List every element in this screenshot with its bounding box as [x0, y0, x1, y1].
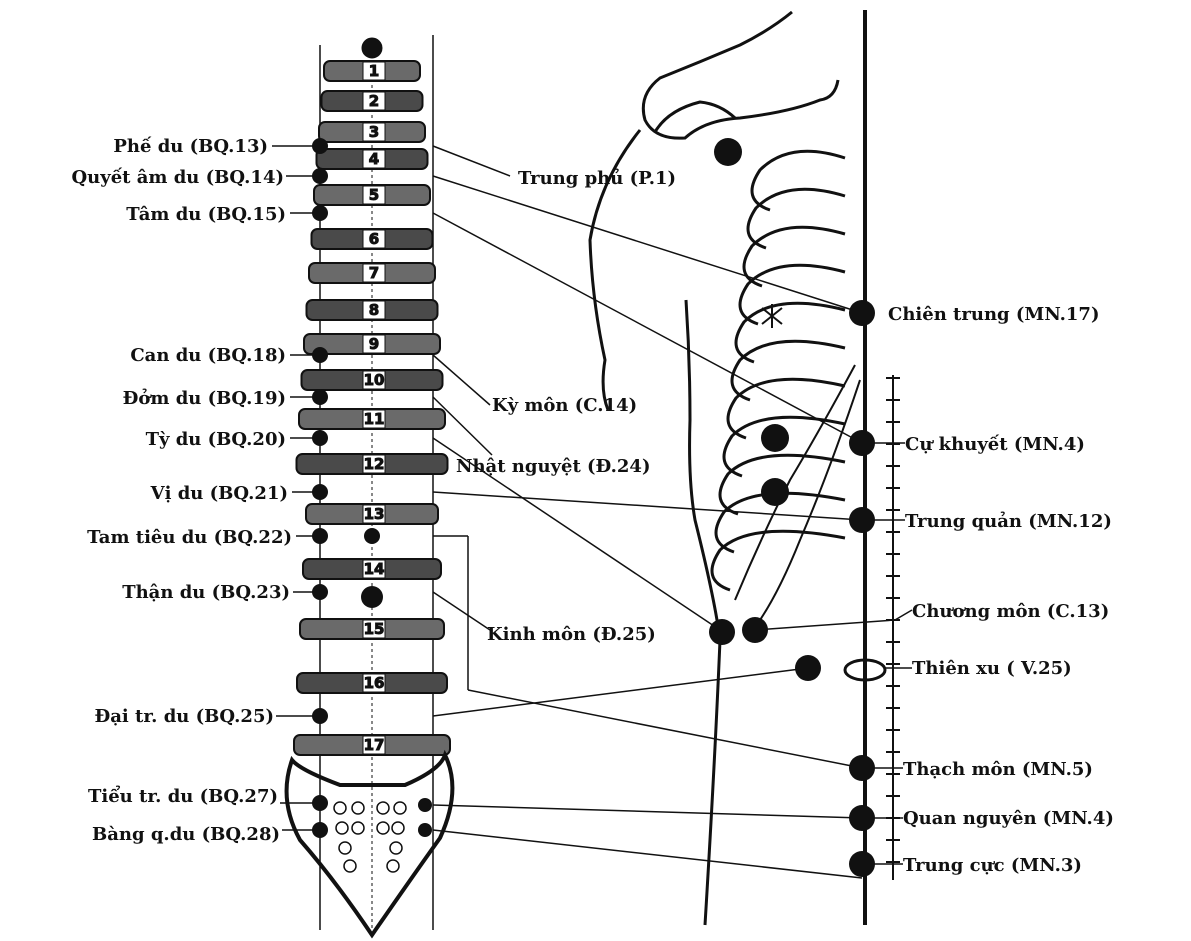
vertebra-11: 11 [299, 409, 445, 429]
label-dom-du: Đởm du (BQ.19) [123, 387, 286, 409]
label-trung-phu: Trung phủ (P.1) [518, 167, 676, 189]
label-bang-quang-du: Bàng q.du (BQ.28) [92, 824, 280, 845]
ribcage [712, 151, 845, 590]
vertebra-number: 15 [364, 620, 385, 638]
vertebra-number: 8 [369, 301, 379, 319]
label-thien-xu: Thiên xu ( V.25) [912, 658, 1072, 679]
vertebra-number: 1 [369, 62, 379, 80]
rib [712, 531, 845, 590]
vertebra-12: 12 [297, 454, 448, 474]
vertebra-17: 17 [294, 735, 450, 755]
vertebra-10: 10 [302, 370, 443, 390]
label-than-du: Thận du (BQ.23) [122, 582, 290, 603]
sacral-foramina [334, 802, 406, 872]
label-thach-mon: Thạch môn (MN.5) [903, 759, 1093, 780]
label-ty-du: Tỳ du (BQ.20) [146, 429, 286, 450]
vertebra-number: 13 [364, 505, 385, 523]
label-kinh-mon: Kinh môn (Đ.25) [487, 624, 656, 645]
body-side-line [686, 300, 720, 925]
left-labels: Phế du (BQ.13) Quyết âm du (BQ.14) Tâm d… [71, 135, 292, 845]
vertebra-5: 5 [314, 185, 430, 205]
vertebra-number: 14 [364, 560, 385, 578]
costal-margin [735, 365, 855, 600]
vertebra-number: 12 [364, 455, 385, 473]
vertebra-number: 5 [369, 186, 379, 204]
label-nhat-nguyet: Nhật nguyệt (Đ.24) [456, 456, 650, 477]
label-ky-mon: Kỳ môn (C.14) [492, 395, 637, 416]
vertebra-number: 9 [369, 335, 379, 353]
vertebra-1: 1 [324, 61, 420, 81]
vertebra-3: 3 [319, 122, 425, 142]
rib [740, 265, 845, 324]
vertebra-13: 13 [306, 504, 438, 524]
vertebra-number: 10 [364, 371, 385, 389]
label-phe-du: Phế du (BQ.13) [113, 135, 268, 157]
vertebra-number: 6 [369, 230, 379, 248]
label-tieu-truong-du: Tiểu tr. du (BQ.27) [88, 783, 278, 807]
rib [728, 379, 845, 438]
vertebra-16: 16 [297, 673, 447, 693]
rib [732, 341, 845, 400]
label-trung-cuc: Trung cực (MN.3) [903, 855, 1082, 876]
label-vi-du: Vị du (BQ.21) [150, 483, 288, 504]
shoulder-outline [643, 12, 838, 138]
vertebra-number: 3 [369, 123, 379, 141]
vertebra-8: 8 [307, 300, 438, 320]
label-tam-du: Tâm du (BQ.15) [126, 204, 286, 225]
vertebra-6: 6 [312, 229, 433, 249]
label-trung-quan: Trung quản (MN.12) [905, 510, 1112, 532]
vertebra-number: 7 [369, 264, 379, 282]
label-chuong-mon: Chương môn (C.13) [912, 601, 1109, 622]
middle-labels: Trung phủ (P.1) Kỳ môn (C.14) Nhật nguyệ… [456, 167, 676, 645]
label-tam-tieu-du: Tam tiêu du (BQ.22) [87, 527, 292, 548]
vertebra-7: 7 [309, 263, 435, 283]
vertebra-number: 16 [364, 674, 385, 692]
vertebra-2: 2 [322, 91, 423, 111]
rib [744, 227, 845, 286]
vertebra-4: 4 [317, 149, 428, 169]
label-quyet-am-du: Quyết âm du (BQ.14) [71, 166, 284, 188]
label-quan-nguyen: Quan nguyên (MN.4) [903, 808, 1114, 829]
vertebra-number: 2 [369, 92, 379, 110]
vertebra-number: 11 [364, 410, 385, 428]
vertebra-number: 17 [364, 736, 385, 754]
vertebra-15: 15 [300, 619, 444, 639]
label-can-du: Can du (BQ.18) [130, 345, 286, 366]
vertebra-number: 4 [369, 150, 379, 168]
right-labels: Chiên trung (MN.17) Cự khuyết (MN.4) Tru… [888, 304, 1114, 876]
vertebra-14: 14 [303, 559, 441, 579]
spine-top-point [362, 38, 382, 58]
label-chien-trung: Chiên trung (MN.17) [888, 304, 1099, 325]
label-cu-khuyet: Cự khuyết (MN.4) [905, 433, 1085, 455]
sacrum [287, 755, 453, 935]
clavicle [655, 102, 735, 132]
label-dai-truong-du: Đại tr. du (BQ.25) [95, 706, 274, 727]
rib [736, 303, 845, 362]
